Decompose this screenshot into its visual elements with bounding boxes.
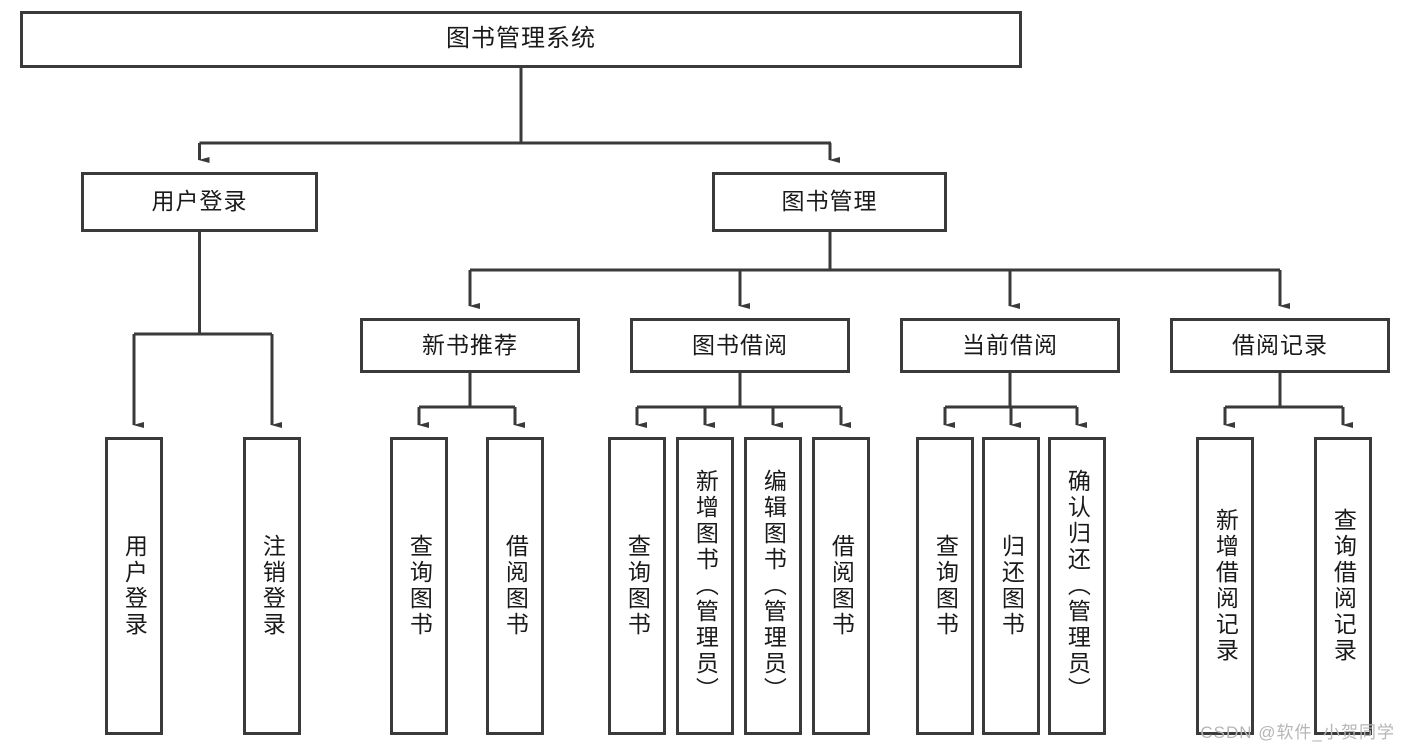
node-book-manage-label: 图书管理 (781, 188, 878, 215)
node-leaf-borrow-book-1[interactable]: 借阅图书 (486, 437, 544, 735)
node-new-book-recommend[interactable]: 新书推荐 (360, 318, 580, 373)
node-current-borrow-label: 当前借阅 (962, 331, 1058, 358)
edge-book-borrow-bus (637, 373, 841, 409)
node-user-login[interactable]: 用户登录 (81, 172, 318, 232)
node-leaf-user-login-label: 用户登录 (121, 534, 148, 638)
node-leaf-query-book-3[interactable]: 查询图书 (916, 437, 974, 735)
edge-root-to-level1 (199, 68, 831, 145)
node-leaf-confirm-return-admin-label: 确认归还（管理员） (1064, 469, 1091, 703)
node-leaf-edit-book-admin-label: 编辑图书（管理员） (760, 469, 787, 703)
node-root-system[interactable]: 图书管理系统 (20, 11, 1022, 68)
node-leaf-add-book-admin[interactable]: 新增图书（管理员） (676, 437, 734, 735)
edge-user-login-bus (134, 232, 272, 336)
edge-book-manage-bus (470, 232, 1280, 272)
edge-borrow-record-bus (1225, 373, 1343, 409)
edge-current-borrow-bus (945, 373, 1077, 409)
node-leaf-return-book[interactable]: 归还图书 (982, 437, 1040, 735)
node-leaf-borrow-book-1-label: 借阅图书 (502, 534, 529, 638)
node-book-manage[interactable]: 图书管理 (712, 172, 947, 232)
node-leaf-logout-login[interactable]: 注销登录 (243, 437, 301, 735)
node-leaf-add-borrow-record-label: 新增借阅记录 (1212, 508, 1239, 664)
node-user-login-label: 用户登录 (151, 188, 248, 215)
node-leaf-query-book-1-label: 查询图书 (406, 534, 433, 638)
node-leaf-add-borrow-record[interactable]: 新增借阅记录 (1196, 437, 1254, 735)
node-leaf-query-borrow-record-label: 查询借阅记录 (1330, 508, 1357, 664)
node-leaf-add-book-admin-label: 新增图书（管理员） (692, 469, 719, 703)
node-current-borrow[interactable]: 当前借阅 (900, 318, 1120, 373)
node-new-book-recommend-label: 新书推荐 (422, 331, 518, 358)
node-leaf-user-login[interactable]: 用户登录 (105, 437, 163, 735)
node-leaf-query-book-1[interactable]: 查询图书 (390, 437, 448, 735)
node-leaf-edit-book-admin[interactable]: 编辑图书（管理员） (744, 437, 802, 735)
node-borrow-record-label: 借阅记录 (1232, 331, 1328, 358)
node-leaf-logout-login-label: 注销登录 (259, 534, 286, 638)
node-book-borrow-label: 图书借阅 (692, 331, 788, 358)
node-leaf-return-book-label: 归还图书 (998, 534, 1025, 638)
node-leaf-borrow-book-2-label: 借阅图书 (828, 534, 855, 638)
node-leaf-query-book-2[interactable]: 查询图书 (608, 437, 666, 735)
node-book-borrow[interactable]: 图书借阅 (630, 318, 850, 373)
node-leaf-confirm-return-admin[interactable]: 确认归还（管理员） (1048, 437, 1106, 735)
edge-new-book-recommend-bus (419, 373, 515, 409)
watermark-text: CSDN @软件_小贺同学 (1200, 723, 1395, 742)
node-leaf-borrow-book-2[interactable]: 借阅图书 (812, 437, 870, 735)
node-borrow-record[interactable]: 借阅记录 (1170, 318, 1390, 373)
node-root-label: 图书管理系统 (446, 25, 596, 53)
node-leaf-query-book-2-label: 查询图书 (624, 534, 651, 638)
node-leaf-query-book-3-label: 查询图书 (932, 534, 959, 638)
node-leaf-query-borrow-record[interactable]: 查询借阅记录 (1314, 437, 1372, 735)
